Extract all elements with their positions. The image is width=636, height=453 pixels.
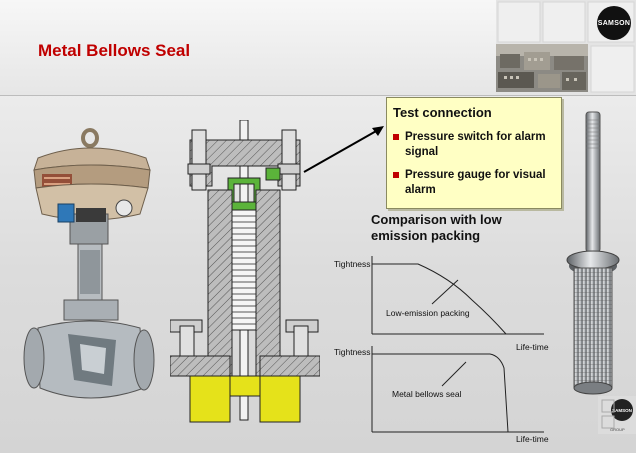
metal-bellows-photo [566, 111, 620, 395]
comparison-title: Comparison with low emission packing [371, 212, 502, 243]
bottom-y-label: Tightness [334, 347, 371, 357]
square-bullet-icon [393, 172, 399, 178]
header-divider [0, 95, 636, 96]
low-emission-curve [372, 263, 507, 335]
bottom-x-label: Life-time [516, 434, 549, 444]
low-emission-label: Low-emission packing [386, 308, 470, 318]
square-bullet-icon [393, 134, 399, 140]
top-x-label: Life-time [516, 342, 549, 352]
bellows-section-drawing [170, 120, 320, 423]
top-y-label: Tightness [334, 259, 371, 269]
slide-title: Metal Bellows Seal [38, 41, 191, 60]
callout-title: Test connection [393, 105, 492, 120]
callout-item-pressure-switch: Pressure switch for alarm signal [393, 130, 555, 160]
callout-item-text: Pressure switch for alarm signal [405, 131, 546, 158]
factory-photo [496, 44, 588, 92]
metal-bellows-label: Metal bellows seal [392, 389, 462, 399]
group-logo-text: GROUP [610, 427, 625, 432]
comparison-graphs: Tightness Life-time Low-emission packing… [334, 256, 549, 444]
brand-logo-text-small: SAMSON [612, 408, 632, 413]
metal-bellows-curve [372, 353, 509, 433]
test-connection-callout: Test connection Pressure switch for alar… [386, 97, 562, 209]
group-logo: SAMSON GROUP [598, 396, 636, 434]
callout-pointer-arrow [303, 126, 384, 173]
callout-item-pressure-gauge: Pressure gauge for visual alarm [393, 168, 555, 198]
brand-logo-text: SAMSON [597, 19, 631, 27]
samson-logo: SAMSON [597, 6, 631, 40]
callout-item-text: Pressure gauge for visual alarm [405, 169, 546, 196]
control-valve-illustration [23, 128, 155, 399]
